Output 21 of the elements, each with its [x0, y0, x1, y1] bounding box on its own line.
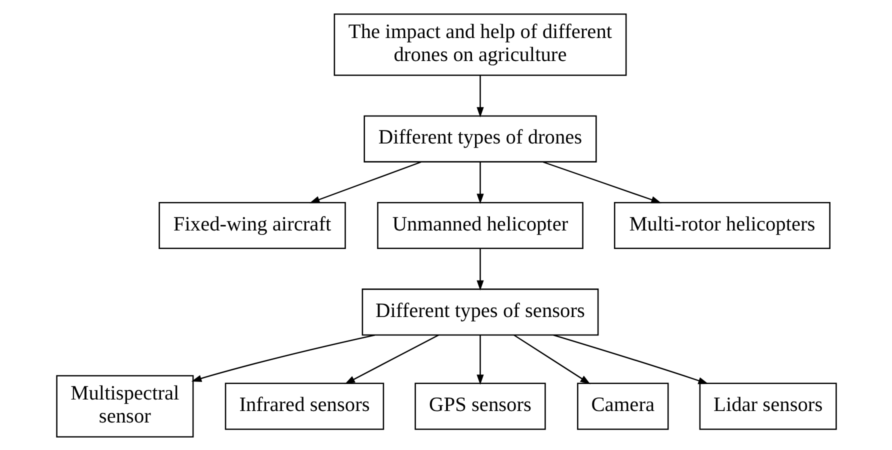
node-box: The impact and help of different drones on agriculture — [333, 12, 626, 76]
node-box: Camera — [576, 382, 668, 430]
node-box: Lidar sensors — [698, 382, 836, 430]
node-box: Multi-rotor helicopters — [613, 201, 830, 249]
node-box: Fixed-wing aircraft — [158, 201, 346, 249]
node-box: Multispectral sensor — [56, 374, 194, 438]
arrow — [476, 248, 484, 290]
arrow — [476, 74, 484, 117]
arrow — [513, 334, 590, 384]
arrow — [344, 334, 438, 384]
node-box: Different types of drones — [363, 114, 596, 162]
node-box: Unmanned helicopter — [376, 201, 583, 249]
arrow — [476, 334, 484, 384]
arrow — [476, 162, 484, 204]
arrow — [308, 160, 421, 203]
node-box: GPS sensors — [414, 382, 546, 430]
arrow — [542, 160, 661, 203]
node-box: Infrared sensors — [224, 382, 384, 430]
node-box: Different types of sensors — [361, 288, 598, 336]
arrow — [190, 334, 374, 382]
arrow — [552, 334, 708, 384]
